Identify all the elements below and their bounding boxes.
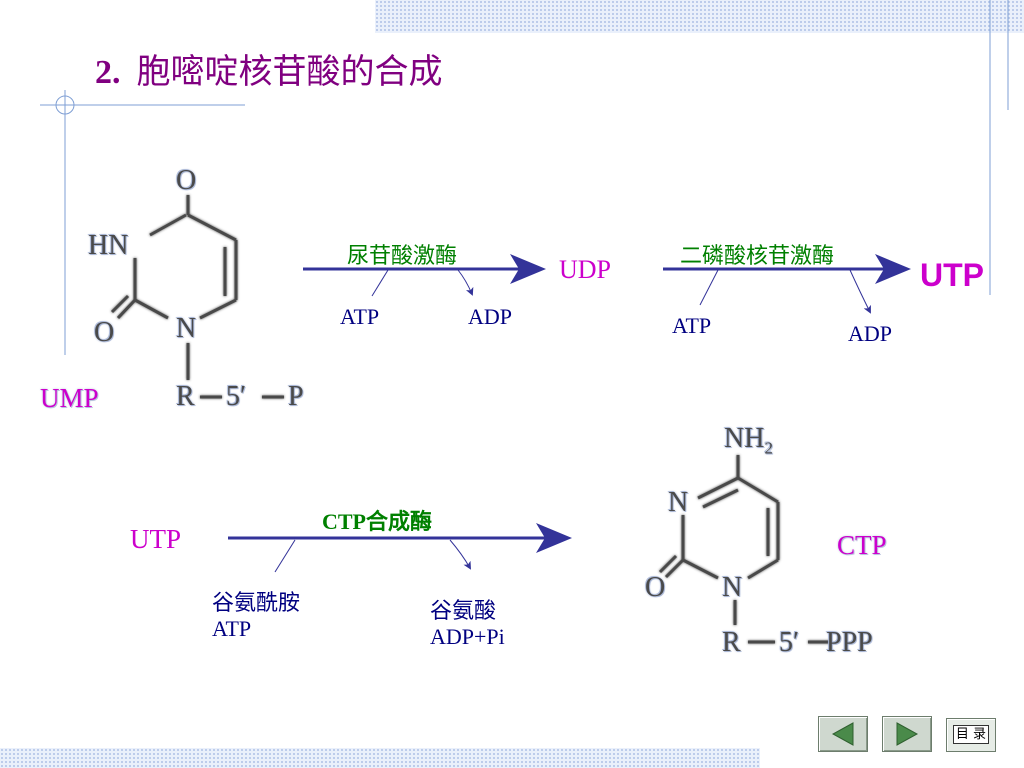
utp-product-label: UTP [920, 257, 984, 293]
ctp-triphosphate: PPP [826, 627, 873, 658]
enzyme-nucleoside-diphosphate-kinase: 二磷酸核苷激酶 [680, 244, 835, 269]
reaction1-atp-in: ATP [340, 304, 380, 329]
bottom-pattern-band [0, 748, 760, 768]
enzyme-ctp-synthetase: CTP合成酶 [322, 509, 433, 534]
ump-atom-r: R [176, 381, 195, 412]
ump-atom-hn: HN [88, 230, 129, 261]
ctp-atom-o-left: O [645, 572, 666, 603]
title-number: 2. [95, 54, 121, 91]
ctp-atom-nh: NH [724, 423, 765, 454]
page-title: 2. 胞嘧啶核苷酸的合成 [95, 44, 443, 93]
previous-slide-button[interactable] [818, 716, 868, 752]
reaction2-adp-pi: ADP+Pi [430, 624, 505, 649]
ump-phosphate: P [288, 381, 304, 412]
ump-label: UMP [40, 383, 99, 413]
utp-substrate-label: UTP [130, 524, 182, 554]
ctp-five-prime: 5′ [779, 627, 800, 658]
ctp-atom-r: R [722, 627, 741, 658]
ctp-atom-n-top: N [668, 487, 689, 518]
triangle-left-icon [831, 722, 854, 746]
reaction2-glutamate: 谷氨酸 [430, 599, 497, 624]
reaction1-arrows [303, 254, 911, 314]
reaction1-adp-out: ADP [468, 304, 513, 329]
ump-atom-o-left: O [94, 317, 115, 348]
reaction2-arrows [228, 523, 572, 573]
ctp-ring-bonds [658, 455, 830, 644]
next-slide-button[interactable] [882, 716, 932, 752]
ctp-atom-n: N [722, 572, 743, 603]
toc-label: 目 录 [952, 725, 990, 744]
enzyme-uridylate-kinase: 尿苷酸激酶 [347, 244, 458, 269]
reaction2-atp: ATP [212, 616, 252, 641]
triangle-right-icon [896, 722, 919, 746]
ump-atom-n: N [176, 313, 197, 344]
title-text: 胞嘧啶核苷酸的合成 [136, 52, 443, 92]
ctp-label: CTP [837, 530, 887, 560]
reaction1-adp-out-2: ADP [848, 321, 893, 346]
reaction1-atp-in-2: ATP [672, 313, 712, 338]
ctp-amino-group: NH2 [724, 423, 773, 459]
reaction2-glutamine: 谷氨酰胺 [212, 591, 301, 616]
udp-label: UDP [559, 255, 612, 284]
ump-atom-o-top: O [176, 165, 197, 196]
ctp-subscript-2: 2 [764, 438, 773, 458]
ump-five-prime: 5′ [226, 381, 247, 412]
top-pattern-band [375, 0, 1024, 33]
ump-ring-bonds [110, 195, 284, 399]
table-of-contents-button[interactable]: 目 录 [946, 718, 996, 752]
